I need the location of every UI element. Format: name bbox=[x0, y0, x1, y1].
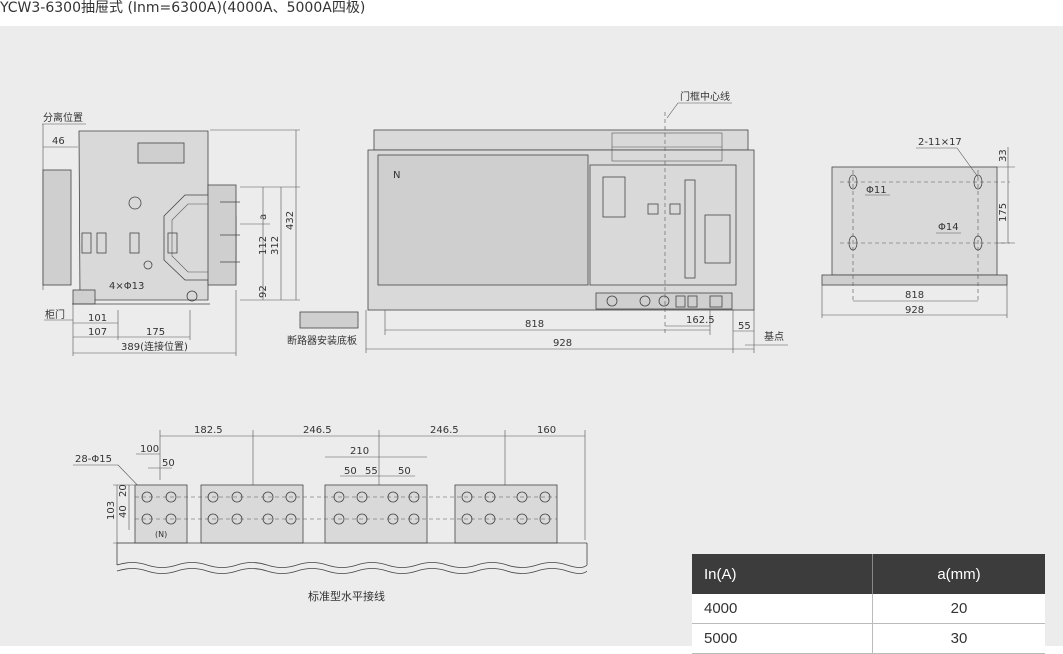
dim-112: 112 bbox=[258, 236, 269, 255]
bus-holes-28-phi15: 28-Φ15 bbox=[75, 454, 112, 465]
drawing-panel: 分离位置 46 4×Φ13 柜门 bbox=[0, 26, 1063, 654]
dim-107: 107 bbox=[88, 327, 107, 338]
base-view: 2-11×17 Φ11 Φ14 33 175 818 928 bbox=[821, 137, 1015, 318]
base-plate-view bbox=[831, 166, 998, 276]
base-dim-33: 33 bbox=[998, 149, 1009, 162]
bus-dim-210: 210 bbox=[350, 446, 369, 457]
side-left-door bbox=[42, 169, 72, 286]
dim-a: a bbox=[258, 214, 269, 220]
front-n-mark: N bbox=[393, 170, 400, 181]
base-dim-928: 928 bbox=[905, 305, 924, 316]
front-dim-928: 928 bbox=[553, 338, 572, 349]
side-window bbox=[137, 142, 185, 164]
table-cell-a: 30 bbox=[872, 623, 1045, 654]
bus-dim-50c: 50 bbox=[398, 466, 411, 477]
front-dim-55: 55 bbox=[738, 321, 751, 332]
label-datum-point: 基点 bbox=[764, 330, 784, 343]
base-slot: 2-11×17 bbox=[918, 137, 962, 148]
bus-block-1 bbox=[200, 484, 304, 544]
label-cabinet-door: 柜门 bbox=[45, 308, 65, 321]
table-cell-in: 4000 bbox=[692, 594, 873, 624]
bus-block-3 bbox=[454, 484, 558, 544]
front-view: N 门框中心线 818 162.5 55 基点 928 bbox=[365, 90, 788, 353]
dim-101: 101 bbox=[88, 313, 107, 324]
label-disconnect-position: 分离位置 bbox=[43, 111, 83, 124]
page-title: YCW3-6300抽屉式 (Inm=6300A)(4000A、5000A四极) bbox=[0, 0, 366, 16]
front-dim-162-5: 162.5 bbox=[686, 315, 715, 326]
bus-dim-246-5b: 246.5 bbox=[430, 425, 459, 436]
base-phi14: Φ14 bbox=[938, 222, 959, 233]
bus-n-mark: (N) bbox=[155, 530, 167, 539]
bus-dim-103: 103 bbox=[106, 501, 117, 520]
bus-dim-20: 20 bbox=[118, 484, 129, 497]
bus-dim-50a: 50 bbox=[162, 458, 175, 469]
dim-389: 389(连接位置) bbox=[121, 340, 188, 353]
front-left-panel bbox=[377, 154, 589, 286]
base-dim-818: 818 bbox=[905, 290, 924, 301]
technical-drawing: 分离位置 46 4×Φ13 柜门 bbox=[42, 90, 1015, 603]
bus-dim-50b: 50 bbox=[344, 466, 357, 477]
table-row: 4000 20 bbox=[692, 594, 1045, 624]
base-plate bbox=[299, 311, 359, 329]
table-header-in: In(A) bbox=[692, 554, 873, 594]
front-fin-row bbox=[611, 132, 723, 162]
label-base-plate: 断路器安装底板 bbox=[287, 334, 357, 347]
front-dim-818: 818 bbox=[525, 319, 544, 330]
base-phi11: Φ11 bbox=[866, 185, 887, 196]
bus-view: 182.5 246.5 246.5 160 100 50 210 50 55 5… bbox=[73, 425, 588, 603]
table-header-a: a(mm) bbox=[872, 554, 1045, 594]
front-control-panel bbox=[589, 164, 737, 286]
label-4-phi13: 4×Φ13 bbox=[109, 281, 144, 292]
bus-block-n bbox=[134, 484, 188, 544]
base-dim-175: 175 bbox=[998, 203, 1009, 222]
bus-dim-160: 160 bbox=[537, 425, 556, 436]
dim-175: 175 bbox=[146, 327, 165, 338]
dim-312: 312 bbox=[270, 236, 281, 255]
side-view: 分离位置 46 4×Φ13 柜门 bbox=[42, 111, 359, 356]
header: YCW3-6300抽屉式 (Inm=6300A)(4000A、5000A四极) bbox=[0, 0, 1063, 26]
table-cell-in: 5000 bbox=[692, 623, 873, 654]
bus-dim-100: 100 bbox=[140, 444, 159, 455]
bus-dim-40: 40 bbox=[118, 505, 129, 518]
bus-dim-182-5: 182.5 bbox=[194, 425, 223, 436]
table-cell-a: 20 bbox=[872, 594, 1045, 624]
table-header-row: In(A) a(mm) bbox=[692, 554, 1045, 594]
dim-46: 46 bbox=[52, 136, 65, 147]
dim-92: 92 bbox=[258, 285, 269, 298]
bus-dim-55: 55 bbox=[365, 466, 378, 477]
bus-dim-246-5a: 246.5 bbox=[303, 425, 332, 436]
bus-caption: 标准型水平接线 bbox=[308, 589, 385, 603]
bus-holes bbox=[141, 491, 551, 525]
table-row: 5000 30 bbox=[692, 623, 1045, 654]
label-door-centerline: 门框中心线 bbox=[680, 90, 730, 103]
spec-table: In(A) a(mm) 4000 20 5000 30 bbox=[692, 554, 1045, 654]
dim-432: 432 bbox=[285, 211, 296, 230]
